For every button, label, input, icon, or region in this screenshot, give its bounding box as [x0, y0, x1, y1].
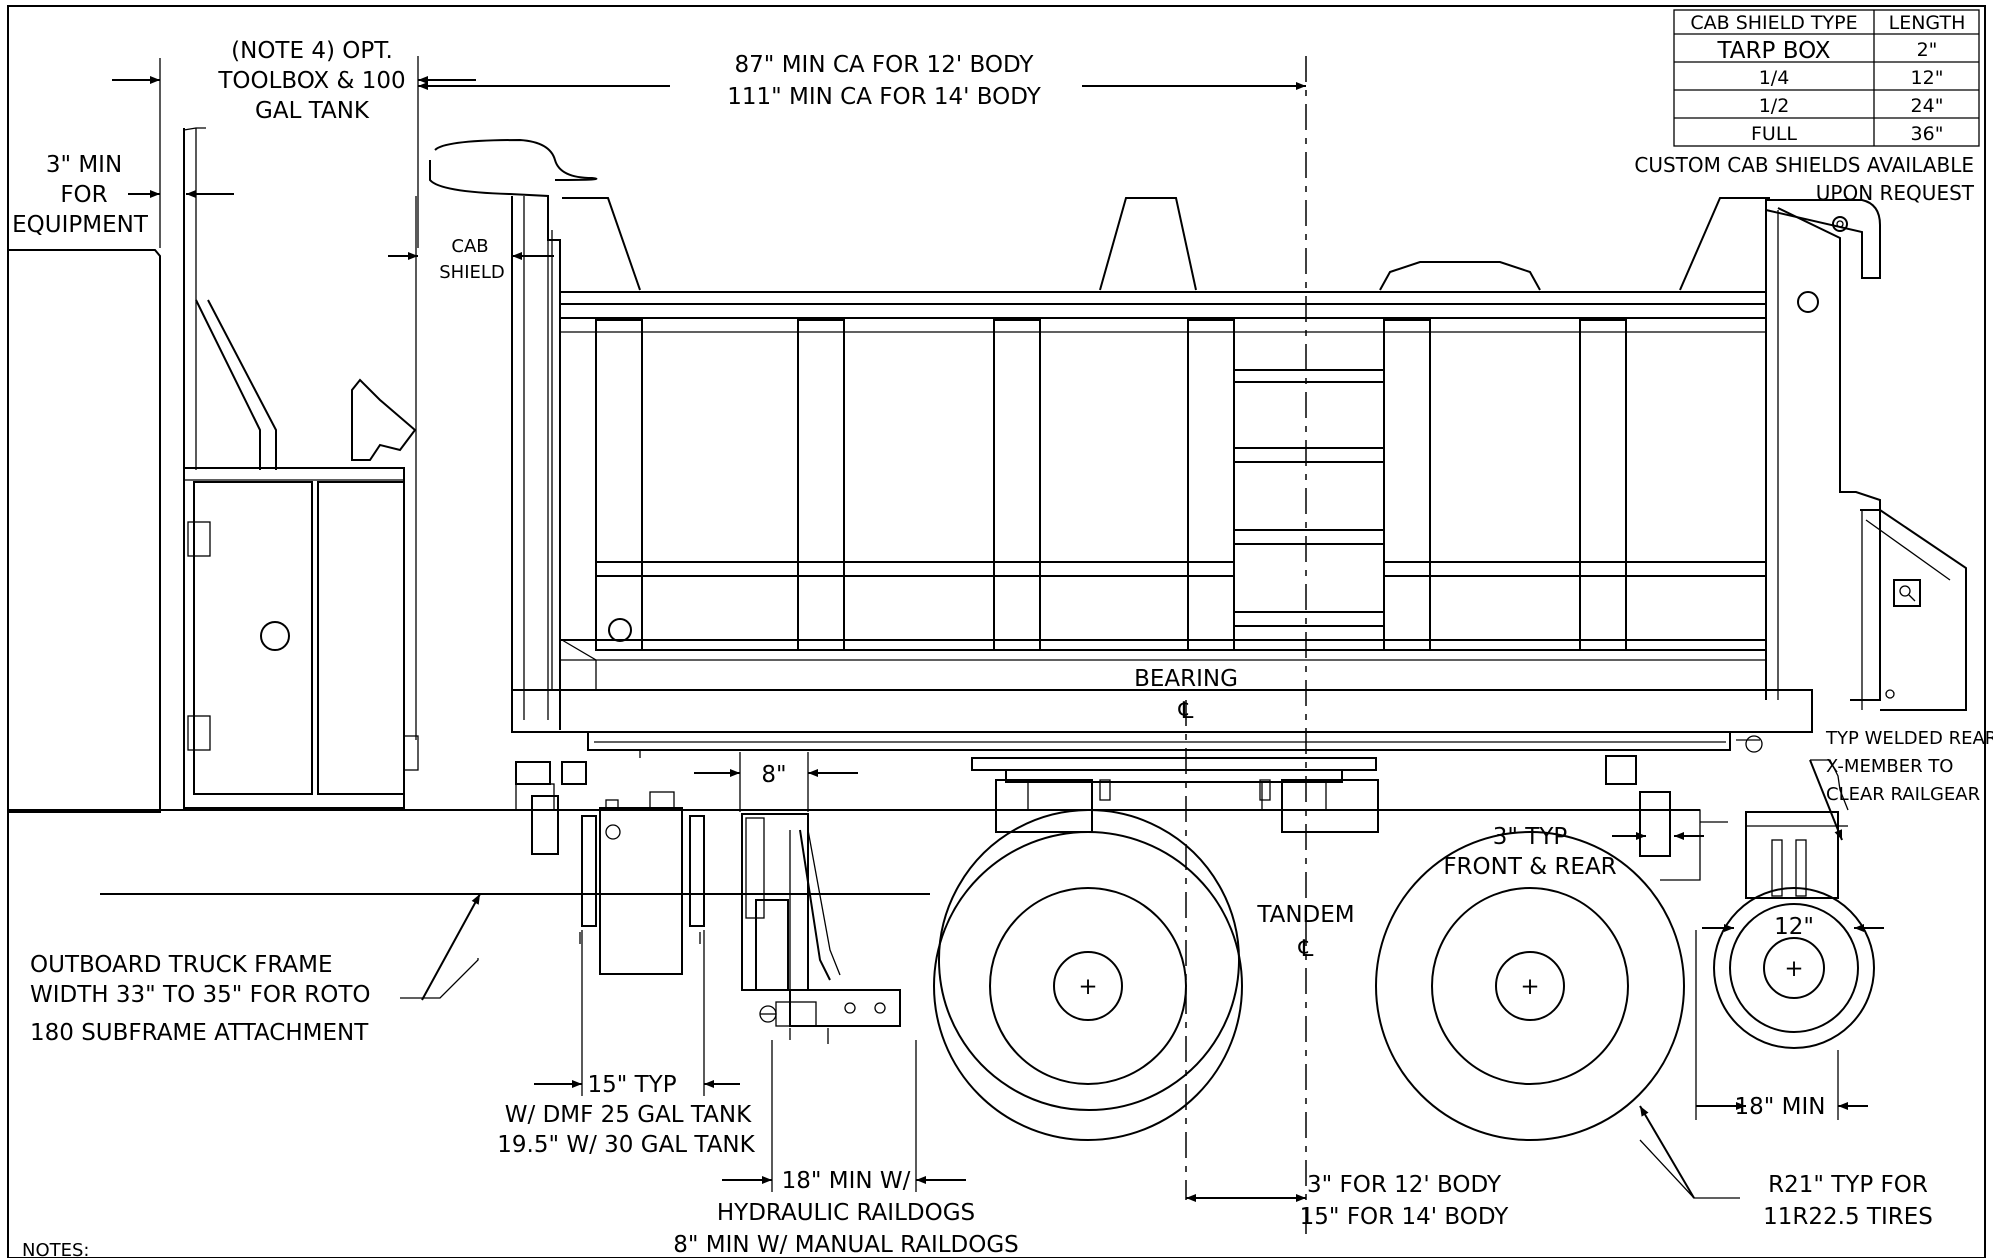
toolbox-label: GAL TANK	[255, 98, 370, 124]
table-cell: 1/2	[1759, 95, 1790, 117]
raildog-label: 18" MIN W/	[782, 1168, 911, 1194]
ca-label: 111" MIN CA FOR 14' BODY	[727, 84, 1041, 110]
eighteen-min-label: 18" MIN	[1735, 1094, 1826, 1120]
toolbox	[183, 467, 405, 809]
table-header-length: LENGTH	[1889, 12, 1966, 34]
table-cell: 36"	[1911, 123, 1944, 145]
hub-icon: +	[1520, 974, 1539, 1000]
eight-inch-label: 8"	[761, 762, 786, 788]
outboard-label: 180 SUBFRAME ATTACHMENT	[30, 1020, 369, 1046]
raildog-label: 8" MIN W/ MANUAL RAILDOGS	[673, 1232, 1019, 1258]
toolbox-label: TOOLBOX & 100	[217, 68, 405, 94]
toolbox-latch-icon	[260, 621, 290, 651]
twelve-inch-label: 12"	[1774, 914, 1814, 940]
hub-icon: +	[1784, 956, 1803, 982]
tandem-label: TANDEM	[1256, 902, 1354, 928]
min-equipment-label: 3" MIN	[46, 152, 122, 178]
r21-label: 11R22.5 TIRES	[1763, 1204, 1933, 1230]
bearing-label: BEARING	[1134, 666, 1238, 692]
outboard-label: OUTBOARD TRUCK FRAME	[30, 952, 333, 978]
welded-label: CLEAR RAILGEAR	[1826, 784, 1980, 805]
cab-shield-label: CAB	[451, 236, 488, 257]
raildog-label: HYDRAULIC RAILDOGS	[717, 1200, 975, 1226]
outboard-label: WIDTH 33" TO 35" FOR ROTO	[30, 982, 371, 1008]
cab-shield-label: SHIELD	[439, 262, 505, 283]
body-offset-label: 15" FOR 14' BODY	[1300, 1204, 1510, 1230]
min-equipment-label: FOR	[60, 182, 107, 208]
notes-heading: NOTES:	[22, 1240, 90, 1258]
three-typ-label: 3" TYP	[1493, 824, 1568, 850]
fifteen-typ-label: 15" TYP	[587, 1072, 676, 1098]
drawing-border	[7, 5, 1986, 1258]
body-offset-label: 3" FOR 12' BODY	[1307, 1172, 1502, 1198]
cab-outline	[8, 58, 419, 813]
truck-frame	[8, 755, 1728, 895]
r21-label: R21" TYP FOR	[1768, 1172, 1928, 1198]
welded-label: TYP WELDED REAR	[1825, 728, 1993, 749]
key-icon	[1899, 585, 1911, 597]
table-cell: 12"	[1911, 67, 1944, 89]
bearing-cl-symbol: ℄	[1178, 698, 1194, 724]
fifteen-typ-label: W/ DMF 25 GAL TANK	[505, 1102, 752, 1128]
three-typ-label: FRONT & REAR	[1443, 854, 1616, 880]
hydraulic-tank	[579, 791, 705, 975]
fifteen-typ-label: 19.5" W/ 30 GAL TANK	[497, 1132, 755, 1158]
table-cell: FULL	[1751, 123, 1797, 145]
welded-label: X-MEMBER TO	[1826, 756, 1953, 777]
railgear-assembly	[741, 813, 901, 1044]
cab-shield	[429, 138, 598, 730]
cab-shield-table: CAB SHIELD TYPE LENGTH TARP BOX 2" 1/4 1…	[1634, 9, 1980, 205]
ca-label: 87" MIN CA FOR 12' BODY	[735, 52, 1035, 78]
min-equipment-label: EQUIPMENT	[12, 212, 149, 238]
table-note: CUSTOM CAB SHIELDS AVAILABLE	[1634, 153, 1974, 177]
table-cell: TARP BOX	[1717, 38, 1831, 64]
table-cell: 24"	[1911, 95, 1944, 117]
tandem-cl-symbol: ℄	[1298, 936, 1314, 962]
dump-body	[511, 197, 1967, 758]
table-header-type: CAB SHIELD TYPE	[1690, 12, 1857, 34]
table-cell: 1/4	[1759, 67, 1790, 89]
rail-wheel: +	[1713, 811, 1875, 1049]
table-cell: 2"	[1917, 39, 1938, 61]
rear-tandem-wheel: +	[1375, 831, 1685, 1141]
front-tandem-wheel: +	[933, 809, 1243, 1141]
table-note: UPON REQUEST	[1816, 181, 1975, 205]
hub-icon: +	[1078, 974, 1097, 1000]
toolbox-label: (NOTE 4) OPT.	[231, 38, 393, 64]
